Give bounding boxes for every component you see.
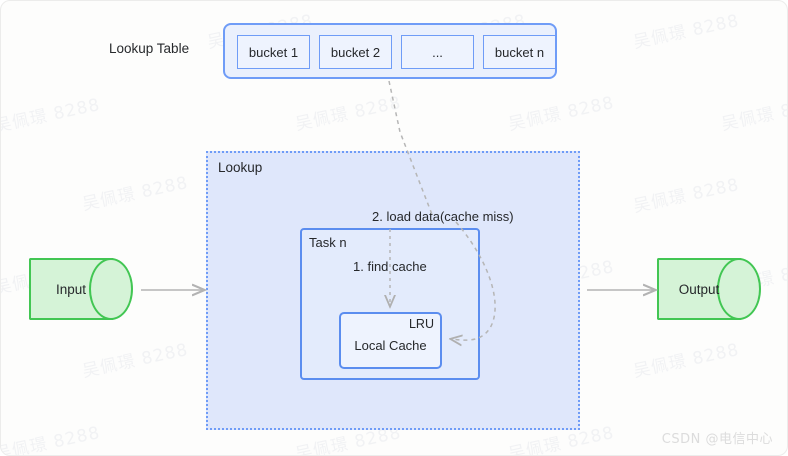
task-title: Task n bbox=[309, 235, 347, 250]
output-cylinder-cap bbox=[717, 258, 761, 320]
bucket-item[interactable]: ... bbox=[401, 35, 474, 69]
lookup-table-container: bucket 1 bucket 2 ... bucket n bbox=[223, 23, 557, 79]
annotation-step-1: 1. find cache bbox=[353, 259, 427, 274]
watermark-tile: 吴佩璟 8288 bbox=[631, 10, 742, 53]
bucket-item[interactable]: bucket 2 bbox=[319, 35, 392, 69]
watermark-tile: 吴佩璟 8288 bbox=[631, 174, 742, 217]
watermark-tile: 吴佩璟 8288 bbox=[0, 422, 103, 456]
lookup-table-label: Lookup Table bbox=[109, 41, 190, 56]
bucket-item[interactable]: bucket n bbox=[483, 35, 556, 69]
output-label: Output bbox=[678, 281, 720, 297]
output-node[interactable]: Output bbox=[657, 258, 761, 320]
watermark-tile: 吴佩璟 8288 bbox=[80, 172, 191, 215]
watermark-tile: 吴佩璟 8288 bbox=[506, 92, 617, 135]
local-cache-label: Local Cache bbox=[354, 338, 427, 353]
input-label: Input bbox=[55, 281, 87, 297]
watermark-tile: 吴佩璟 8288 bbox=[293, 92, 404, 135]
input-cylinder-cap bbox=[89, 258, 133, 320]
local-cache-container: LRU Local Cache bbox=[339, 312, 442, 369]
watermark-tile: 吴佩璟 8288 bbox=[631, 339, 742, 382]
lookup-container-title: Lookup bbox=[218, 160, 263, 175]
annotation-step-2: 2. load data(cache miss) bbox=[372, 209, 514, 224]
watermark-tile: 吴佩璟 8288 bbox=[0, 94, 103, 137]
bucket-item[interactable]: bucket 1 bbox=[237, 35, 310, 69]
input-node[interactable]: Input bbox=[29, 258, 133, 320]
watermark-tile: 吴佩璟 8288 bbox=[80, 339, 191, 382]
lru-label: LRU bbox=[408, 317, 434, 331]
watermark-tile: 吴佩璟 8288 bbox=[719, 92, 788, 135]
csdn-watermark: CSDN @电信中心 bbox=[661, 432, 773, 447]
